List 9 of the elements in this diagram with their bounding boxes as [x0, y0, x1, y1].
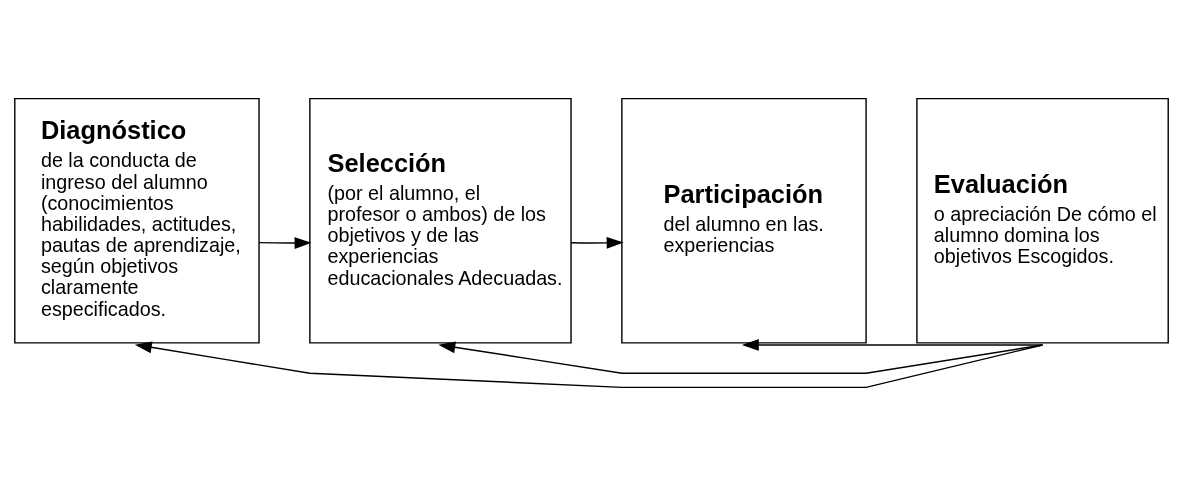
- arrow: [134, 341, 1044, 388]
- arrow: [570, 236, 624, 249]
- node-box: Diagnóstico de la conducta de ingreso del alumno (conocimientos habilidades, actitudes, pautas de aprendizaje, según objetivos claramente especificados.: [14, 97, 260, 344]
- node-box: Selección (por el alumno, el profesor o ambos) de los objetivos y de las experiencias educacionales Adecuadas.: [309, 97, 572, 344]
- node-box: Evaluación o apreciación De cómo el alumno domina los objetivos Escogidos.: [916, 97, 1169, 344]
- node-box: Participación del alumno en las. experiencias: [621, 97, 867, 344]
- arrow: [741, 338, 1044, 351]
- arrow: [258, 236, 312, 249]
- arrow: [438, 340, 1044, 374]
